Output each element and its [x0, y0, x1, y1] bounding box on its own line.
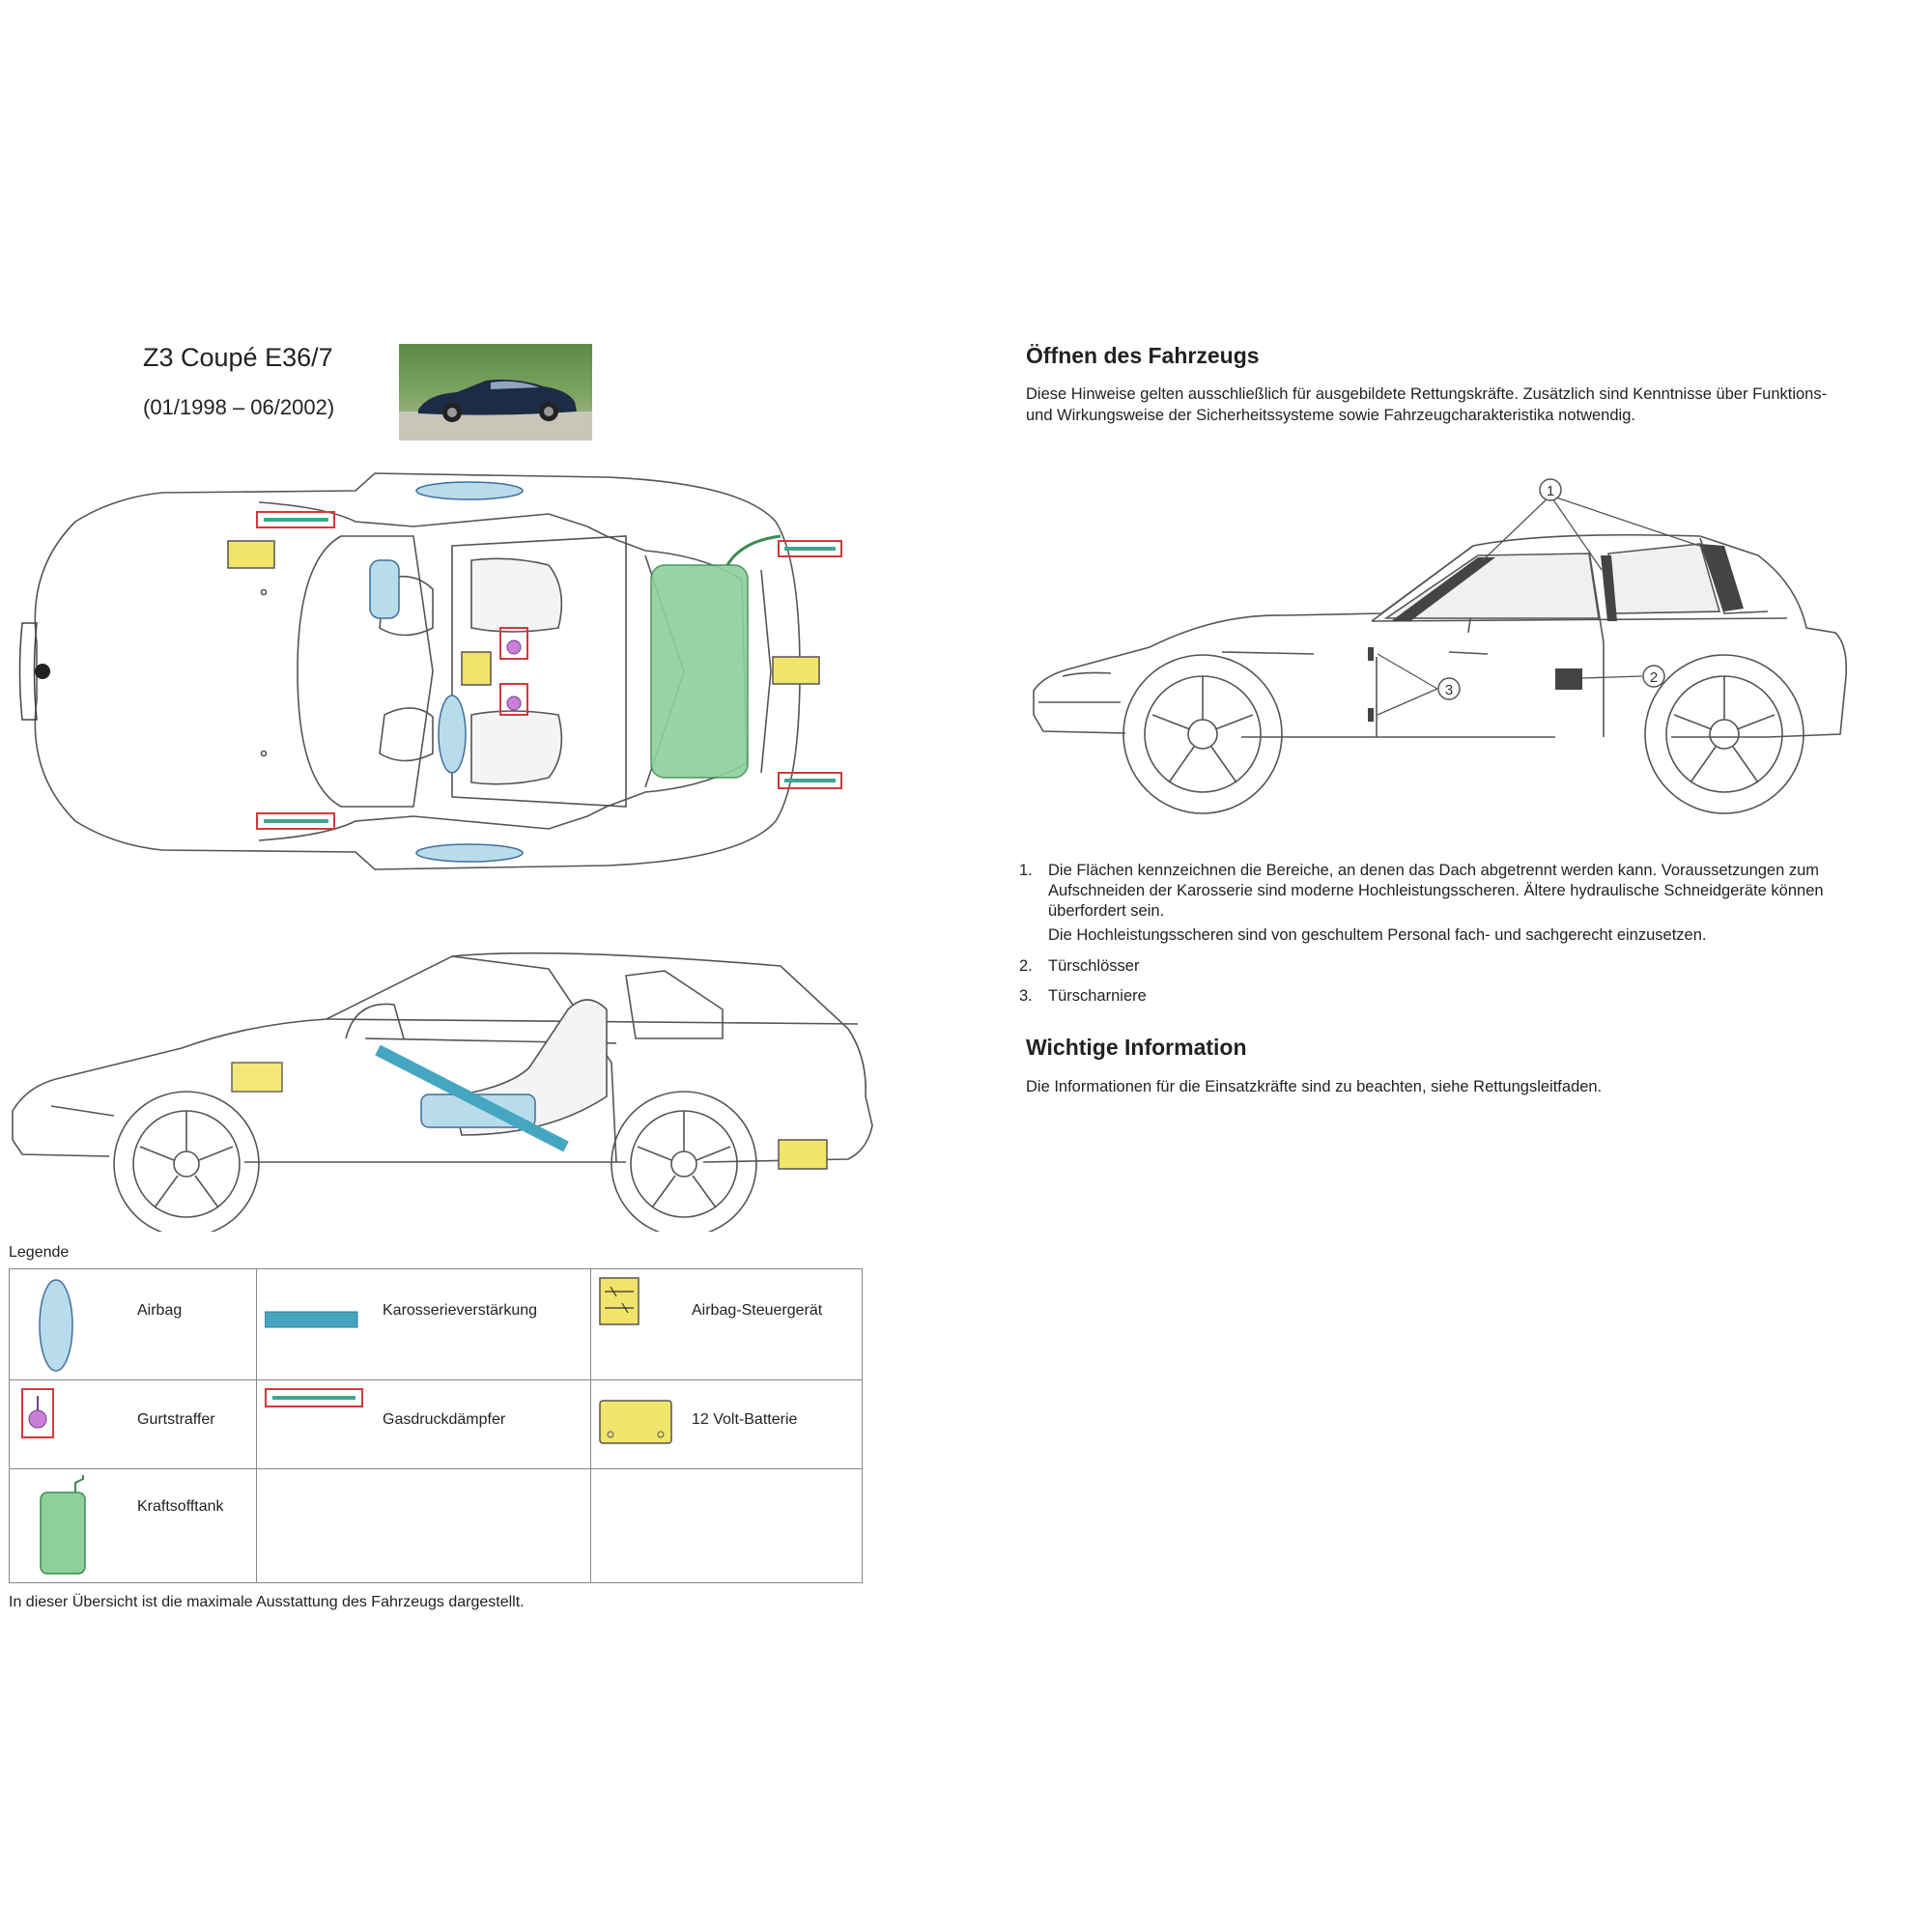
legend-cell-empty-2	[590, 1468, 863, 1583]
legend-cell-empty-1	[256, 1468, 591, 1583]
legend-cell-battery: 12 Volt-Batterie	[590, 1379, 863, 1469]
top-view-diagram	[18, 472, 842, 870]
list-item-2-text: Türschlösser	[1048, 957, 1140, 975]
callout-3: 3	[1445, 682, 1453, 698]
important-heading: Wichtige Information	[1026, 1035, 1247, 1060]
legend-title: Legende	[9, 1244, 70, 1261]
airbag-icon	[39, 1279, 73, 1372]
footnote: In dieser Übersicht ist die maximale Aus…	[9, 1594, 525, 1610]
opening-intro-line2: und Wirkungsweise der Sicherheitssysteme…	[1026, 407, 1635, 424]
legend-label-control-unit: Airbag-Steuergerät	[692, 1302, 823, 1319]
important-text: Die Informationen für die Einsatzkräfte …	[1026, 1078, 1603, 1095]
legend-cell-fuel-tank: Kraftsofftank	[9, 1468, 257, 1583]
legend-cell-airbag: Airbag	[9, 1268, 257, 1380]
fuel-tank-icon	[40, 1475, 86, 1575]
battery-icon	[599, 1400, 672, 1444]
legend-label-gas-damper: Gasdruckdämpfer	[383, 1411, 506, 1428]
gas-damper-icon	[265, 1388, 363, 1407]
legend-label-airbag: Airbag	[137, 1302, 183, 1319]
legend-table: Airbag Karosserieverstärkung Airbag-Steu…	[9, 1268, 863, 1583]
legend-cell-reinforcement: Karosserieverstärkung	[256, 1268, 591, 1380]
legend-cell-control-unit: Airbag-Steuergerät	[590, 1268, 863, 1380]
legend-label-fuel-tank: Kraftsofftank	[137, 1498, 224, 1515]
production-period: (01/1998 – 06/2002)	[143, 395, 335, 419]
legend-label-reinforcement: Karosserieverstärkung	[383, 1302, 538, 1319]
pretensioner-icon	[21, 1388, 54, 1438]
list-item-1-number: 1.	[1019, 862, 1033, 879]
list-item-1-line3: überfordert sein.	[1048, 902, 1165, 920]
reinforcement-icon	[265, 1311, 358, 1328]
legend-cell-pretensioner: Gurtstraffer	[9, 1379, 257, 1469]
list-item-3-number: 3.	[1019, 987, 1033, 1005]
list-item-1-line1: Die Flächen kennzeichnen die Bereiche, a…	[1048, 862, 1820, 879]
legend-cell-gas-damper: Gasdruckdämpfer	[256, 1379, 591, 1469]
side-view-diagram	[12, 952, 873, 1232]
vehicle-photo	[399, 344, 592, 440]
opening-intro-line1: Diese Hinweise gelten ausschließlich für…	[1026, 385, 1828, 403]
model-title: Z3 Coupé E36/7	[143, 343, 333, 372]
control-unit-icon	[599, 1277, 639, 1325]
callout-2: 2	[1650, 669, 1658, 686]
list-item-1-line2: Aufschneiden der Karosserie sind moderne…	[1048, 882, 1824, 899]
list-item-2-number: 2.	[1019, 957, 1033, 975]
legend-label-pretensioner: Gurtstraffer	[137, 1411, 215, 1428]
legend-label-battery: 12 Volt-Batterie	[692, 1411, 798, 1428]
opening-heading: Öffnen des Fahrzeugs	[1026, 343, 1260, 368]
side-view-cut-diagram: 1 2 3	[1033, 478, 1848, 814]
list-item-1-line4: Die Hochleistungsscheren sind von geschu…	[1048, 926, 1707, 944]
callout-1: 1	[1547, 483, 1554, 499]
list-item-3-text: Türscharniere	[1048, 987, 1147, 1005]
